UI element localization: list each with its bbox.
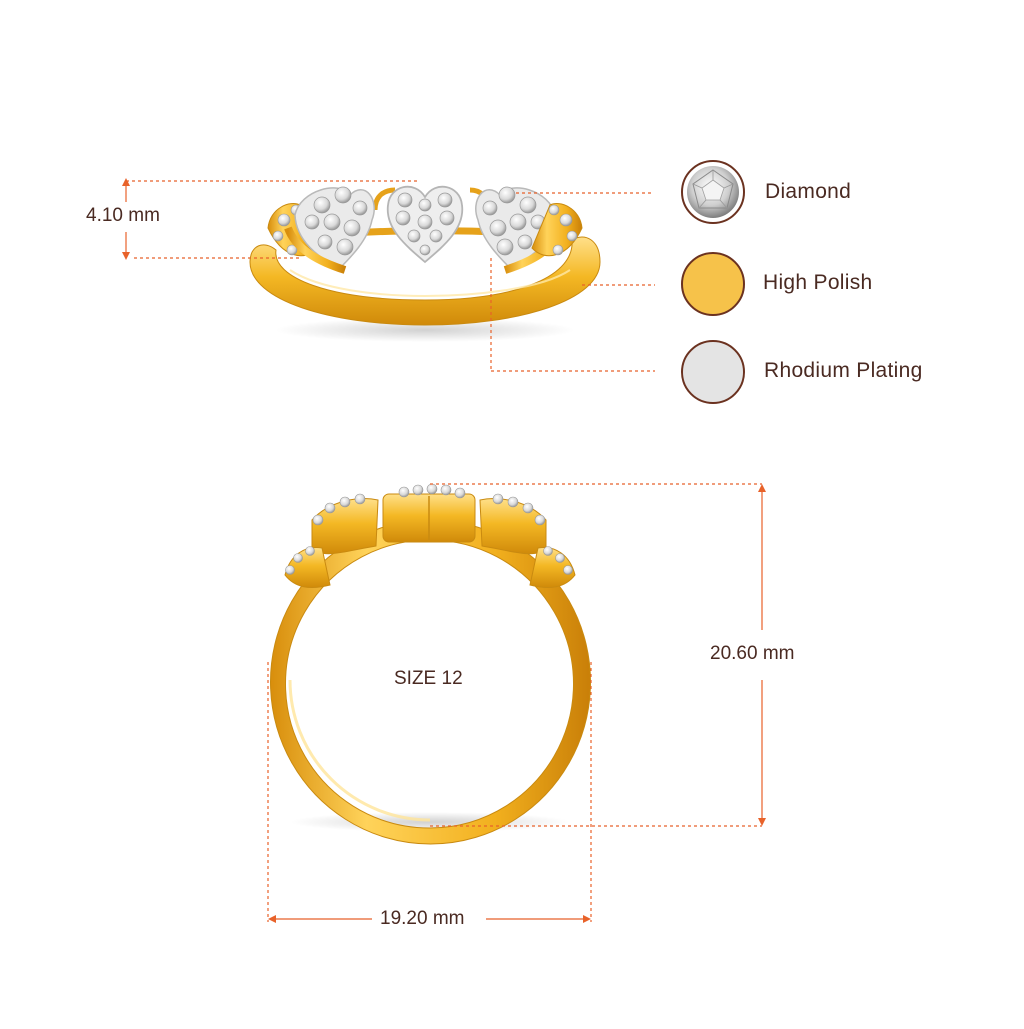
rhodium-swatch: [681, 340, 745, 404]
height-dimension: [122, 178, 420, 260]
outer-diameter-label: 20.60 mm: [710, 643, 795, 664]
width-dimension-label: 19.20 mm: [380, 908, 465, 929]
width-dimension: [267, 662, 592, 923]
right-outer-cluster: [531, 203, 583, 257]
ring-size-label: SIZE 12: [394, 668, 463, 689]
outer-diameter-dimension: [430, 483, 766, 827]
legend-label-diamond: Diamond: [765, 180, 852, 203]
legend-label-high-polish: High Polish: [763, 271, 873, 294]
high-polish-swatch: [681, 252, 745, 316]
ring-front-view: [249, 185, 601, 342]
diamond-icon: [681, 160, 745, 224]
legend-label-rhodium: Rhodium Plating: [764, 359, 923, 382]
height-dimension-label: 4.10 mm: [86, 205, 160, 226]
legend-leaders: [490, 192, 655, 372]
ring-side-view: [270, 483, 591, 845]
center-heart: [386, 185, 464, 264]
legend: [681, 160, 745, 404]
top-settings: [284, 483, 576, 588]
left-heart: [284, 186, 375, 274]
